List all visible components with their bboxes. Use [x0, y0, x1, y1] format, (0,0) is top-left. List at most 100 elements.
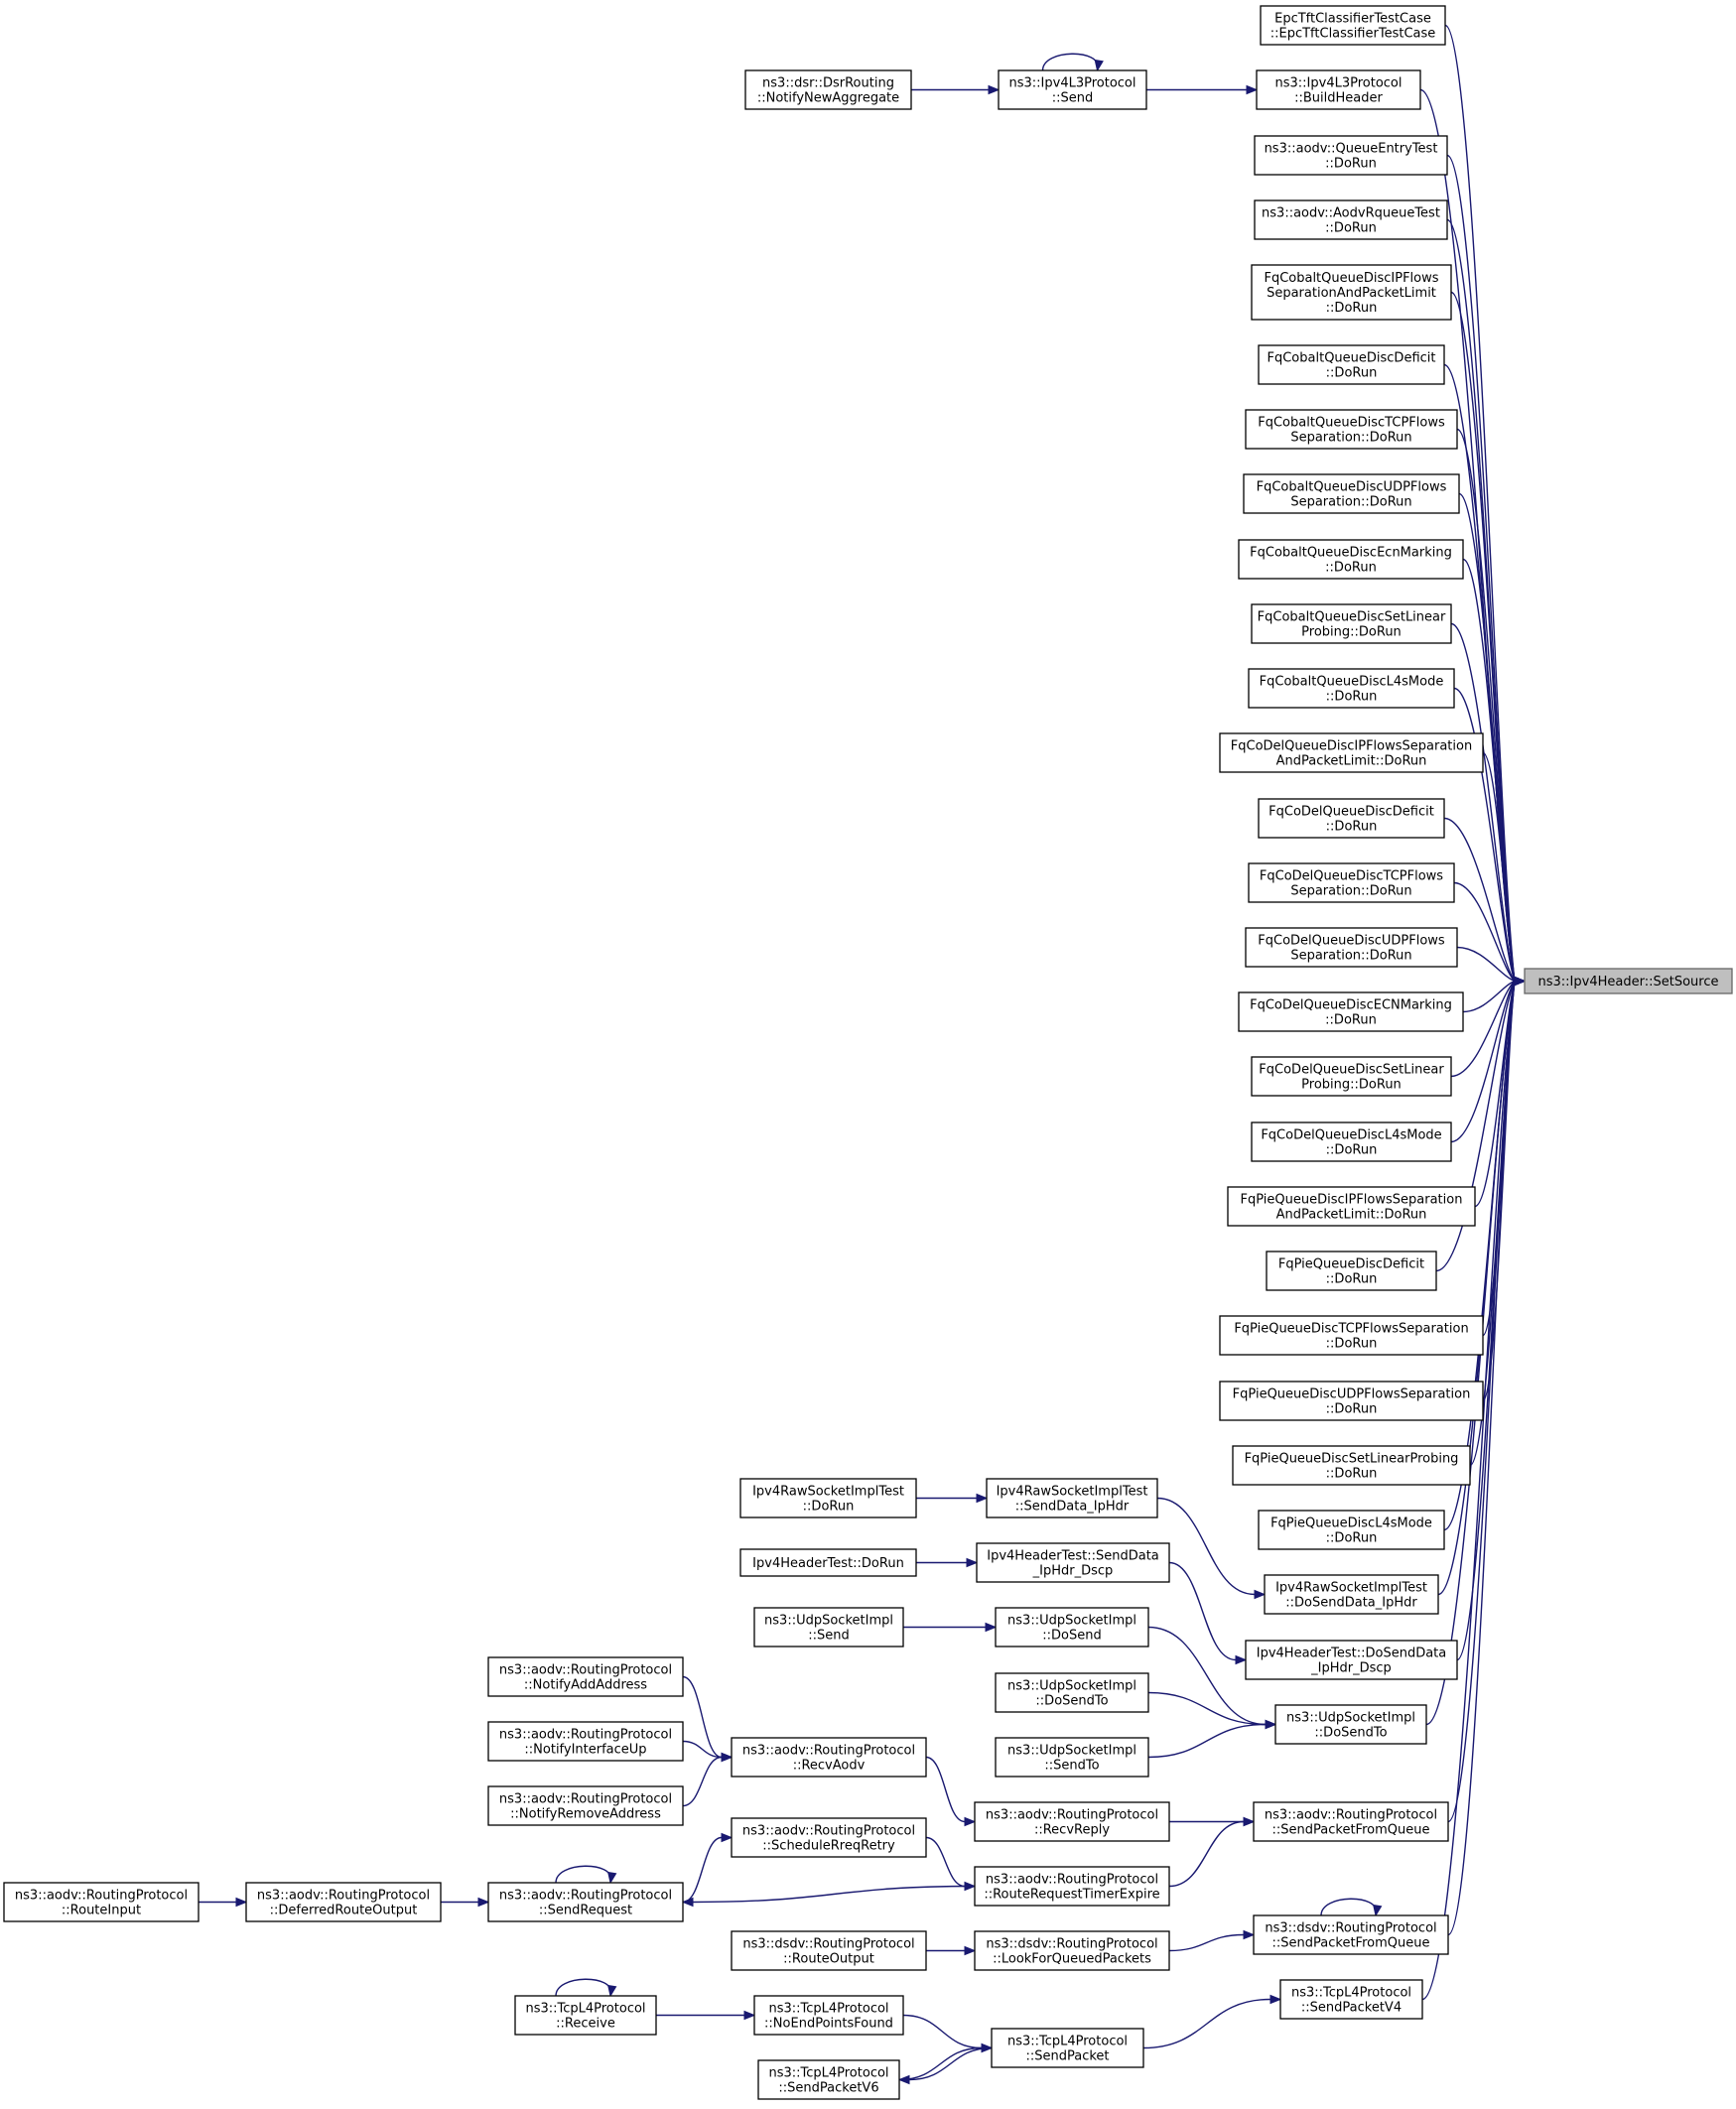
graph-node[interactable]: FqCoDelQueueDiscIPFlowsSeparationAndPack… — [1219, 732, 1484, 773]
call-edge — [1142, 1998, 1271, 2049]
graph-node[interactable]: ns3::dsr::DsrRouting::NotifyNewAggregate — [744, 69, 912, 110]
graph-node[interactable]: ns3::dsdv::RoutingProtocol::SendPacketFr… — [1253, 1914, 1449, 1955]
graph-node[interactable]: Ipv4HeaderTest::DoSendData_IpHdr_Dscp — [1245, 1640, 1458, 1680]
node-label: FqCoDelQueueDiscIPFlowsSeparation — [1231, 739, 1472, 754]
node-label: ns3::Ipv4L3Protocol — [1009, 76, 1136, 91]
graph-node[interactable]: ns3::dsdv::RoutingProtocol::LookForQueue… — [974, 1930, 1170, 1971]
node-label: ns3::aodv::RoutingProtocol — [986, 1808, 1158, 1823]
graph-node[interactable]: Ipv4RawSocketImplTest::DoRun — [739, 1478, 917, 1518]
graph-node[interactable]: ns3::TcpL4Protocol::Receive — [514, 1995, 657, 2036]
graph-node[interactable]: FqCobaltQueueDiscTCPFlowsSeparation::DoR… — [1245, 409, 1458, 450]
graph-node[interactable]: ns3::UdpSocketImpl::DoSendTo — [1274, 1704, 1427, 1745]
node-label: ns3::UdpSocketImpl — [1007, 1744, 1136, 1759]
node-label: SeparationAndPacketLimit — [1267, 286, 1436, 301]
graph-node[interactable]: ns3::aodv::RoutingProtocol::DeferredRout… — [245, 1882, 442, 1922]
graph-node[interactable]: FqCoDelQueueDiscECNMarking::DoRun — [1238, 991, 1464, 1032]
graph-node[interactable]: FqPieQueueDiscUDPFlowsSeparation::DoRun — [1219, 1381, 1484, 1421]
graph-node[interactable]: ns3::UdpSocketImpl::DoSend — [995, 1607, 1149, 1648]
graph-node[interactable]: ns3::aodv::RoutingProtocol::RecvAodv — [731, 1737, 927, 1778]
graph-node[interactable]: FqCobaltQueueDiscUDPFlowsSeparation::DoR… — [1243, 473, 1460, 514]
graph-node[interactable]: FqCoDelQueueDiscUDPFlowsSeparation::DoRu… — [1245, 927, 1458, 968]
graph-node[interactable]: FqCoDelQueueDiscDeficit::DoRun — [1258, 798, 1445, 839]
graph-node[interactable]: ns3::aodv::RoutingProtocol::NotifyAddAdd… — [487, 1656, 684, 1697]
node-label: ::DoSendTo — [1314, 1726, 1387, 1741]
graph-node[interactable]: ns3::aodv::RoutingProtocol::RecvReply — [974, 1801, 1170, 1842]
graph-node[interactable]: ns3::aodv::AodvRqueueTest::DoRun — [1254, 199, 1448, 240]
call-edge — [1147, 1691, 1267, 1726]
graph-node[interactable]: Ipv4HeaderTest::SendData_IpHdr_Dscp — [976, 1542, 1170, 1583]
node-label: FqCoDelQueueDiscL4sMode — [1261, 1128, 1441, 1143]
edge-arrowhead — [976, 1493, 989, 1504]
node-label: ::SendPacketFromQueue — [1272, 1936, 1430, 1951]
graph-node[interactable]: EpcTftClassifierTestCase::EpcTftClassifi… — [1260, 5, 1446, 46]
node-label: AndPacketLimit::DoRun — [1276, 1208, 1427, 1223]
graph-node[interactable]: ns3::aodv::RoutingProtocol::RouteInput — [3, 1882, 200, 1922]
node-box — [1219, 1381, 1484, 1421]
graph-node[interactable]: ns3::Ipv4L3Protocol::BuildHeader — [1256, 69, 1421, 110]
graph-node[interactable]: ns3::Ipv4L3Protocol::Send — [998, 69, 1147, 110]
node-box — [739, 1478, 917, 1518]
graph-node[interactable]: Ipv4RawSocketImplTest::DoSendData_IpHdr — [1264, 1574, 1439, 1615]
graph-node[interactable]: Ipv4RawSocketImplTest::SendData_IpHdr — [986, 1478, 1158, 1518]
graph-node[interactable]: ns3::TcpL4Protocol::SendPacketV4 — [1279, 1979, 1423, 2020]
node-label: ns3::dsr::DsrRouting — [762, 76, 894, 91]
call-edge — [1453, 881, 1516, 983]
node-label: ns3::aodv::RoutingProtocol — [1265, 1808, 1437, 1823]
node-label: Ipv4HeaderTest::DoRun — [752, 1556, 904, 1571]
graph-node[interactable]: FqCobaltQueueDiscEcnMarking::DoRun — [1238, 539, 1464, 580]
graph-node[interactable]: FqPieQueueDiscDeficit::DoRun — [1266, 1251, 1437, 1291]
node-label: ::DeferredRouteOutput — [270, 1904, 418, 1918]
graph-node[interactable]: FqPieQueueDiscL4sMode::DoRun — [1258, 1510, 1445, 1550]
graph-node[interactable]: ns3::UdpSocketImpl::SendTo — [995, 1737, 1149, 1778]
call-edge — [682, 1756, 723, 1807]
node-box — [487, 1882, 684, 1922]
graph-node[interactable]: ns3::UdpSocketImpl::DoSendTo — [995, 1672, 1149, 1713]
graph-node[interactable]: ns3::aodv::RoutingProtocol::NotifyRemove… — [487, 1785, 684, 1826]
graph-node[interactable]: FqPieQueueDiscSetLinearProbing::DoRun — [1232, 1445, 1471, 1486]
graph-node[interactable]: FqCoDelQueueDiscL4sMode::DoRun — [1251, 1121, 1452, 1162]
node-label: ::DoRun — [1326, 1143, 1378, 1158]
node-label: FqPieQueueDiscUDPFlowsSeparation — [1233, 1387, 1471, 1402]
node-label: _IpHdr_Dscp — [1032, 1564, 1114, 1579]
graph-node[interactable]: FqPieQueueDiscTCPFlowsSeparation::DoRun — [1219, 1315, 1484, 1356]
graph-node[interactable]: FqCobaltQueueDiscIPFlowsSeparationAndPac… — [1251, 264, 1452, 321]
node-box — [731, 1817, 927, 1858]
node-label: ns3::UdpSocketImpl — [1007, 1614, 1136, 1629]
edge-arrowhead — [1246, 84, 1259, 95]
node-label: ns3::TcpL4Protocol — [1291, 1986, 1411, 2001]
node-label: FqPieQueueDiscSetLinearProbing — [1245, 1452, 1459, 1467]
node-box — [1258, 344, 1445, 385]
node-label: FqCobaltQueueDiscDeficit — [1268, 351, 1436, 366]
graph-node[interactable]: FqCobaltQueueDiscL4sMode::DoRun — [1248, 668, 1455, 709]
node-label: ::DoRun — [1325, 1013, 1377, 1028]
graph-node[interactable]: ns3::aodv::RoutingProtocol::RouteRequest… — [974, 1866, 1170, 1907]
graph-node[interactable]: ns3::TcpL4Protocol::NoEndPointsFound — [753, 1995, 904, 2036]
node-label: Ipv4HeaderTest::SendData — [987, 1549, 1159, 1564]
call-edge — [1462, 980, 1516, 1013]
node-label: _IpHdr_Dscp — [1310, 1661, 1392, 1676]
call-edge — [1456, 946, 1516, 983]
call-edge — [1450, 981, 1516, 1143]
graph-node[interactable]: ns3::aodv::RoutingProtocol::SendRequest — [487, 1882, 684, 1922]
graph-node[interactable]: ns3::dsdv::RoutingProtocol::RouteOutput — [731, 1930, 927, 1971]
graph-node[interactable]: ns3::TcpL4Protocol::SendPacket — [991, 2028, 1144, 2068]
graph-node[interactable]: ns3::aodv::RoutingProtocol::ScheduleRreq… — [731, 1817, 927, 1858]
node-label: ns3::TcpL4Protocol — [768, 2002, 888, 2017]
node-box — [995, 1737, 1149, 1778]
graph-node[interactable]: ns3::aodv::RoutingProtocol::SendPacketFr… — [1253, 1801, 1449, 1842]
graph-node[interactable]: ns3::aodv::RoutingProtocol::NotifyInterf… — [487, 1721, 684, 1762]
node-label: FqCoDelQueueDiscSetLinear — [1259, 1063, 1444, 1078]
node-label: ns3::UdpSocketImpl — [1007, 1679, 1136, 1694]
node-box — [3, 1882, 200, 1922]
graph-node[interactable]: FqCoDelQueueDiscTCPFlowsSeparation::DoRu… — [1248, 862, 1455, 903]
graph-node[interactable]: ns3::Ipv4Header::SetSource — [1524, 968, 1733, 994]
graph-node[interactable]: ns3::aodv::QueueEntryTest::DoRun — [1254, 135, 1448, 176]
node-box — [1248, 862, 1455, 903]
graph-node[interactable]: FqCobaltQueueDiscDeficit::DoRun — [1258, 344, 1445, 385]
graph-node[interactable]: ns3::TcpL4Protocol::SendPacketV6 — [757, 2059, 900, 2100]
graph-node[interactable]: ns3::UdpSocketImpl::Send — [753, 1607, 904, 1648]
graph-node[interactable]: FqPieQueueDiscIPFlowsSeparationAndPacket… — [1227, 1186, 1476, 1227]
graph-node[interactable]: Ipv4HeaderTest::DoRun — [739, 1548, 917, 1577]
